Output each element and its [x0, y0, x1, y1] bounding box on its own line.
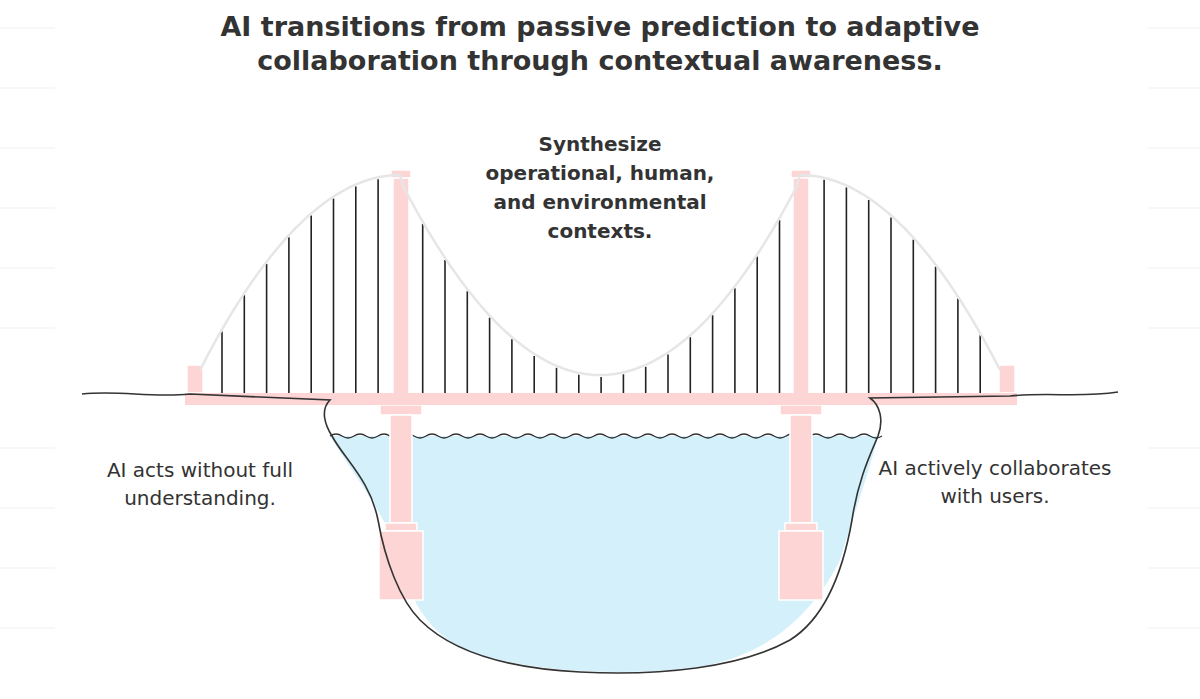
hanger-cable [266, 264, 268, 393]
hanger-cable [578, 375, 580, 393]
center-label: Synthesize operational, human, and envir… [480, 130, 720, 246]
hanger-cable [846, 188, 848, 394]
hanger-cable [333, 199, 335, 393]
hanger-cable [779, 220, 781, 393]
hanger-cable [645, 367, 647, 393]
hanger-cable [623, 374, 625, 393]
hanger-cable [511, 339, 513, 393]
hanger-cable [221, 332, 223, 394]
hanger-cable [868, 200, 870, 393]
hanger-cable [979, 335, 981, 393]
hanger-cable [533, 356, 535, 393]
hanger-cable [422, 224, 424, 393]
hanger-cable [310, 215, 312, 393]
hanger-cable [734, 288, 736, 393]
hanger-cable [935, 267, 937, 393]
hanger-cable [912, 240, 914, 393]
hanger-cable [377, 179, 379, 393]
hanger-cable [600, 377, 602, 393]
hanger-cable [667, 355, 669, 394]
hanger-cable [489, 318, 491, 393]
hanger-cable [244, 295, 246, 393]
ground-line [82, 392, 1118, 673]
right-label: AI actively collaborates with users. [870, 454, 1120, 510]
hanger-cable [756, 257, 758, 394]
hanger-cable [466, 291, 468, 393]
hanger-cable [957, 299, 959, 394]
hanger-cable [689, 337, 691, 393]
hanger-cable [556, 368, 558, 393]
hanger-cable [444, 260, 446, 393]
hanger-cable [712, 315, 714, 393]
left-label: AI acts without full understanding. [70, 456, 330, 512]
hanger-cable [890, 217, 892, 393]
hanger-cable [823, 180, 825, 393]
hanger-cable [288, 237, 290, 393]
hanger-cable [355, 187, 357, 394]
diagram-title: AI transitions from passive prediction t… [150, 10, 1050, 78]
